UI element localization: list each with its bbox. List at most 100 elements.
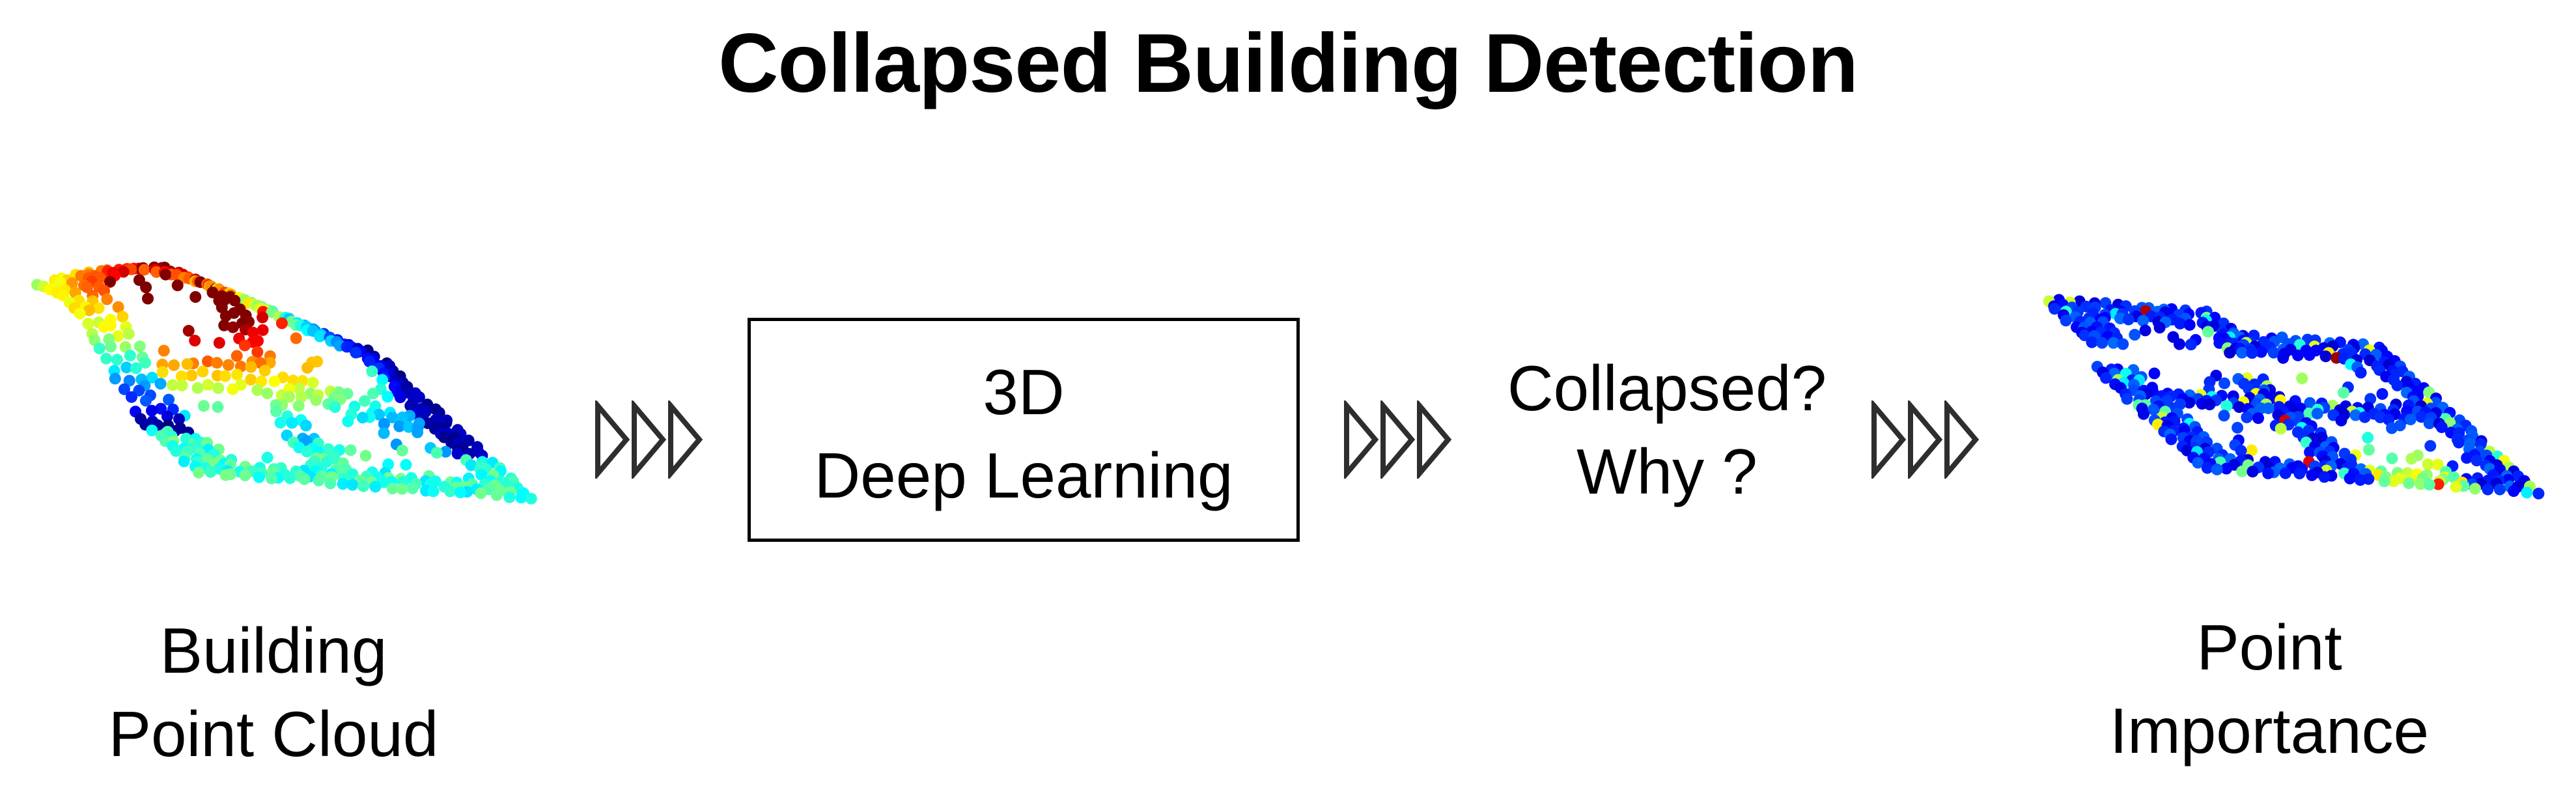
- point-cloud-dot: [245, 361, 257, 373]
- output-caption-line2: Importance: [2109, 695, 2429, 766]
- point-cloud-dot: [2423, 417, 2435, 429]
- point-cloud-dot: [430, 447, 443, 459]
- point-cloud-dot: [227, 383, 239, 395]
- point-cloud-dot: [261, 387, 273, 400]
- point-cloud-dot: [239, 470, 251, 481]
- point-cloud-dot: [171, 279, 184, 292]
- point-cloud-dot: [329, 401, 341, 414]
- point-cloud-dot: [373, 408, 385, 421]
- point-cloud-dot: [222, 359, 234, 371]
- point-cloud-dot: [120, 361, 133, 374]
- collapsed-question: Collapsed? Why ?: [1478, 346, 1856, 513]
- point-cloud-dot: [2386, 422, 2398, 434]
- point-cloud-dot: [105, 341, 117, 353]
- point-cloud-dot: [307, 376, 319, 389]
- point-cloud-dot: [2246, 347, 2258, 359]
- point-cloud-dot: [231, 369, 244, 381]
- point-cloud-dot: [2204, 399, 2216, 411]
- point-cloud-dot: [154, 378, 167, 390]
- point-cloud-dot: [2060, 315, 2072, 327]
- point-cloud-dot: [253, 471, 265, 483]
- point-cloud-dot: [2277, 352, 2289, 364]
- point-cloud-dot: [2296, 372, 2308, 384]
- point-cloud-dot: [301, 445, 313, 458]
- point-cloud-dot: [378, 427, 390, 440]
- point-cloud-dot: [173, 413, 185, 425]
- deep-learning-line1: 3D: [983, 356, 1065, 428]
- question-line2: Why ?: [1576, 436, 1757, 507]
- point-cloud-dot: [139, 357, 152, 369]
- point-cloud-dot: [146, 425, 158, 436]
- point-cloud-dot: [378, 418, 390, 430]
- point-cloud-dot: [2185, 339, 2197, 350]
- point-cloud-dot: [2303, 349, 2316, 361]
- point-cloud-dot: [2086, 336, 2098, 348]
- chevron-arrow-icon: [1380, 400, 1416, 479]
- point-cloud-dot: [2049, 303, 2061, 315]
- point-cloud-dot: [83, 304, 95, 316]
- point-cloud-dot: [181, 358, 193, 371]
- chevron-arrow-icon: [595, 400, 630, 479]
- point-cloud-dot: [2303, 407, 2316, 419]
- point-cloud-dot: [2508, 485, 2520, 498]
- point-cloud-dot: [444, 485, 456, 498]
- point-cloud-dot: [2117, 338, 2129, 350]
- point-cloud-dot: [238, 339, 251, 352]
- point-cloud-dot: [231, 350, 243, 362]
- point-cloud-dot: [2354, 474, 2366, 486]
- point-cloud-dot: [2304, 397, 2316, 409]
- point-cloud-dot: [393, 420, 406, 432]
- point-cloud-dot: [2386, 452, 2398, 464]
- point-cloud-dot: [251, 384, 264, 396]
- point-cloud-dot: [2292, 349, 2304, 361]
- point-cloud-dot: [257, 324, 269, 336]
- point-cloud-dot: [202, 355, 214, 367]
- point-cloud-dot: [2267, 346, 2280, 359]
- point-cloud-dot: [2424, 440, 2437, 452]
- point-cloud-dot: [2415, 411, 2428, 423]
- point-cloud-dot: [324, 477, 337, 490]
- point-cloud-dot: [382, 391, 394, 403]
- deep-learning-line2: Deep Learning: [814, 440, 1233, 511]
- point-cloud-dot: [2422, 458, 2434, 470]
- chevron-arrow-icon: [1417, 400, 1452, 479]
- point-cloud-dot: [229, 294, 241, 307]
- point-cloud-dot: [2129, 329, 2141, 341]
- point-cloud-dot: [290, 332, 302, 344]
- point-cloud-dot: [525, 492, 537, 505]
- point-cloud-dot: [367, 387, 379, 400]
- point-cloud-dot: [197, 365, 209, 378]
- point-cloud-dot: [219, 469, 232, 481]
- point-cloud-dot: [2388, 475, 2400, 487]
- point-cloud-dot: [170, 445, 182, 457]
- point-cloud-dot: [301, 361, 313, 374]
- point-cloud-dot: [167, 379, 179, 391]
- point-cloud-dot: [2311, 408, 2323, 420]
- point-cloud-dot: [204, 466, 217, 478]
- point-cloud-dot: [2376, 388, 2388, 400]
- point-cloud-dot: [465, 459, 477, 471]
- point-cloud-dot: [283, 391, 295, 403]
- point-cloud-dot: [2079, 329, 2091, 341]
- point-cloud-dot: [2183, 318, 2196, 331]
- point-cloud-dot: [2306, 469, 2318, 481]
- point-cloud-dot: [163, 393, 175, 406]
- deep-learning-label: 3D Deep Learning: [748, 350, 1300, 517]
- input-caption-line1: Building: [160, 615, 387, 686]
- point-cloud-dot: [2224, 346, 2236, 359]
- point-cloud-dot: [313, 474, 325, 486]
- chevron-arrow-icon: [668, 400, 703, 479]
- chevron-arrow-icon: [1944, 400, 1980, 479]
- point-cloud-dot: [2453, 436, 2465, 449]
- point-cloud-dot: [2378, 475, 2390, 488]
- point-cloud-dot: [2183, 397, 2196, 409]
- point-cloud-dot: [193, 466, 204, 479]
- building-point-cloud-image: [31, 261, 537, 505]
- chevron-arrow-icon: [1908, 400, 1943, 479]
- point-cloud-dot: [2165, 433, 2177, 445]
- point-cloud-dot: [2293, 468, 2306, 479]
- point-cloud-dot: [344, 444, 357, 457]
- point-cloud-dot: [126, 391, 137, 403]
- point-cloud-dot: [82, 318, 94, 330]
- question-line1: Collapsed?: [1507, 352, 1827, 424]
